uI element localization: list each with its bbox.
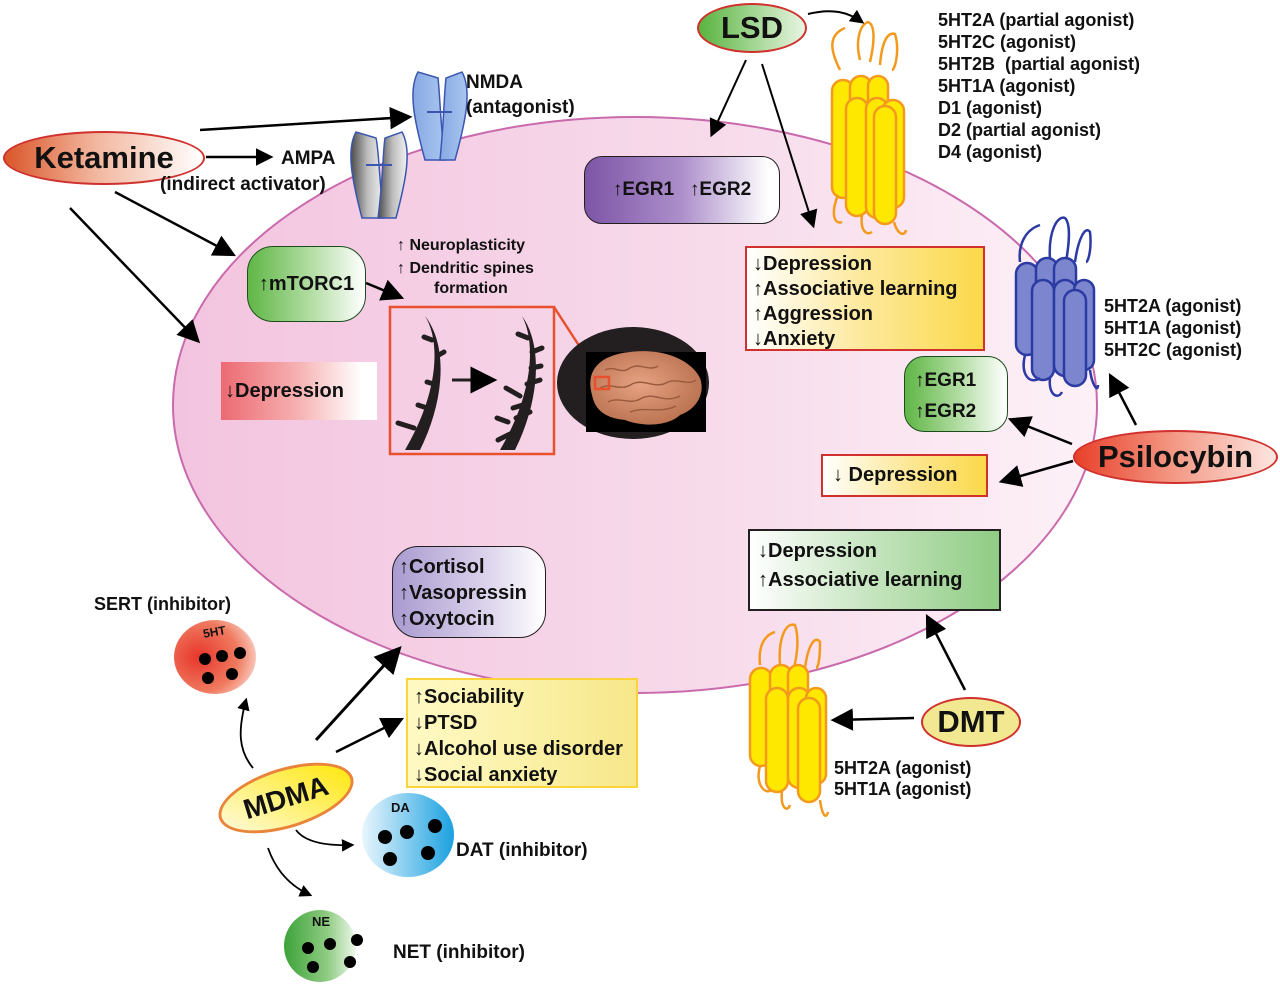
- formation-label: formation: [434, 280, 508, 297]
- dmt-receptor-list: 5HT2A (agonist) 5HT1A (agonist): [834, 759, 971, 801]
- arrows: [69, 9, 1138, 897]
- psilocybin-egr-box: ↑EGR1 ↑EGR2: [904, 356, 1008, 432]
- arrow-ketamine-nmda: [199, 106, 413, 132]
- psilocybin-egr-item: ↑EGR2: [915, 401, 977, 422]
- mdma-effect-item: ↓PTSD: [414, 712, 478, 734]
- drug-dmt: DMT: [921, 697, 1021, 747]
- lsd-effect-item: ↑Aggression: [753, 303, 874, 325]
- lsd-receptor-item: 5HT2B (partial agonist): [938, 54, 1141, 74]
- nmda-role: (antagonist): [466, 97, 575, 118]
- lsd-receptor-list: 5HT2A (partial agonist) 5HT2C (agonist) …: [938, 11, 1140, 165]
- lsd-effect-item: ↓Anxiety: [753, 328, 836, 350]
- ampa-receptor-icon: [350, 131, 408, 219]
- mdma-hormones-box: ↑Cortisol ↑Vasopressin ↑Oxytocin: [392, 546, 546, 638]
- psilocybin-depression-box: ↓ Depression: [821, 454, 988, 497]
- ketamine-depression-box: ↓Depression: [221, 362, 377, 420]
- dmt-effect-item: ↓Depression: [758, 540, 877, 562]
- mdma-hormone-item: ↑Vasopressin: [399, 582, 527, 604]
- dendritic-spines-label: ↑ Dendritic spines: [397, 260, 534, 277]
- arrow-dmt-effects: [925, 613, 967, 691]
- psilocybin-receptor-item: 5HT1A (agonist): [1104, 318, 1242, 338]
- lsd-effect-item: ↑Associative learning: [753, 278, 958, 300]
- net-vesicle-label: NE: [312, 914, 331, 929]
- dat-vesicle: [362, 793, 454, 877]
- psilocybin-egr-item: ↑EGR1: [915, 370, 977, 391]
- drug-psilocybin-label: Psilocybin: [1097, 439, 1254, 474]
- arrow-lsd-egr: [709, 59, 747, 138]
- drug-ketamine: Ketamine: [3, 131, 205, 185]
- arrow-mdma-net: [267, 847, 313, 897]
- drug-dmt-label: DMT: [937, 704, 1005, 739]
- arrow-ketamine-depression: [69, 207, 201, 344]
- lsd-receptor-item: D4 (agonist): [938, 142, 1043, 162]
- lsd-receptor-item: D2 (partial agonist): [938, 120, 1102, 140]
- sert-vesicle: [174, 620, 256, 694]
- arrow-psilocybin-egr: [1007, 416, 1073, 446]
- lsd-receptor-item: 5HT2A (partial agonist): [938, 10, 1135, 30]
- brain-image: [557, 327, 709, 439]
- drug-lsd: LSD: [697, 3, 807, 53]
- sert-label: SERT (inhibitor): [94, 594, 231, 614]
- net-label: NET (inhibitor): [393, 942, 525, 963]
- dmt-receptor-item: 5HT2A (agonist): [834, 758, 972, 778]
- arrow-mdma-dat: [295, 829, 355, 852]
- arrow-mdma-sert: [237, 697, 254, 769]
- dat-label: DAT (inhibitor): [456, 840, 588, 861]
- dendritic-spines-panel: [388, 305, 602, 456]
- lsd-effects-box: ↓Depression ↑Associative learning ↑Aggre…: [745, 246, 985, 351]
- arrow-lsd-receptor: [807, 9, 865, 24]
- lsd-receptor-item: 5HT1A (agonist): [938, 76, 1076, 96]
- dat-vesicle-label: DA: [391, 800, 410, 815]
- arrow-lsd-effects: [761, 63, 818, 229]
- psilocybin-depression-label: ↓ Depression: [833, 464, 958, 486]
- dmt-effect-item: ↑Associative learning: [758, 569, 963, 591]
- drug-ketamine-label: Ketamine: [34, 140, 174, 175]
- arrow-ketamine-mtorc1: [114, 190, 236, 257]
- mdma-hormone-item: ↑Cortisol: [399, 556, 485, 578]
- net-vesicle: [284, 910, 363, 982]
- lsd-effect-item: ↓Depression: [753, 253, 872, 275]
- sert-vesicle-label: 5HT: [201, 623, 227, 641]
- drug-psilocybin: Psilocybin: [1073, 430, 1278, 484]
- psilocybin-serotonin-receptor-icon: [1014, 216, 1100, 397]
- psilocybin-receptor-list: 5HT2A (agonist) 5HT1A (agonist) 5HT2C (a…: [1104, 297, 1242, 363]
- nmda-label: NMDA: [466, 72, 523, 93]
- dmt-receptor-item: 5HT1A (agonist): [834, 779, 972, 799]
- ketamine-depression-label: ↓Depression: [225, 379, 344, 402]
- lsd-receptor-item: 5HT2C (agonist): [938, 32, 1077, 52]
- arrow-psilocybin-depression: [998, 459, 1074, 487]
- psilocybin-receptor-item: 5HT2A (agonist): [1104, 296, 1242, 316]
- neuroplasticity-label: ↑ Neuroplasticity: [397, 237, 526, 254]
- lsd-egr-label: ↑EGR1 ↑EGR2: [612, 179, 752, 200]
- arrow-mdma-hormones: [314, 646, 402, 742]
- drug-lsd-label: LSD: [721, 10, 783, 45]
- mdma-effect-item: ↑Sociability: [414, 686, 525, 708]
- arrow-psilocybin-receptor: [1108, 373, 1138, 426]
- ampa-label: AMPA: [281, 148, 336, 169]
- dmt-serotonin-receptor-icon: [748, 623, 830, 817]
- mdma-hormone-item: ↑Oxytocin: [399, 608, 495, 630]
- ampa-role: (indirect activator): [160, 174, 326, 195]
- mtorc1-box: ↑mTORC1: [247, 246, 366, 322]
- mdma-effects-box: ↑Sociability ↓PTSD ↓Alcohol use disorder…: [406, 678, 638, 788]
- lsd-serotonin-receptor-icon: [830, 20, 908, 236]
- arrow-mtorc1-spines: [365, 279, 405, 301]
- arrow-mdma-effects: [335, 717, 405, 754]
- lsd-egr-box: ↑EGR1 ↑EGR2: [584, 156, 780, 224]
- arrow-dmt-receptor: [830, 708, 915, 731]
- psilocybin-receptor-item: 5HT2C (agonist): [1104, 340, 1243, 360]
- lsd-receptor-item: D1 (agonist): [938, 98, 1043, 118]
- nmda-receptor-icon: [412, 71, 468, 161]
- mdma-effect-item: ↓Social anxiety: [414, 764, 558, 786]
- mtorc1-label: ↑mTORC1: [258, 272, 355, 295]
- mdma-effect-item: ↓Alcohol use disorder: [414, 738, 623, 760]
- dmt-effects-box: ↓Depression ↑Associative learning: [748, 529, 1001, 611]
